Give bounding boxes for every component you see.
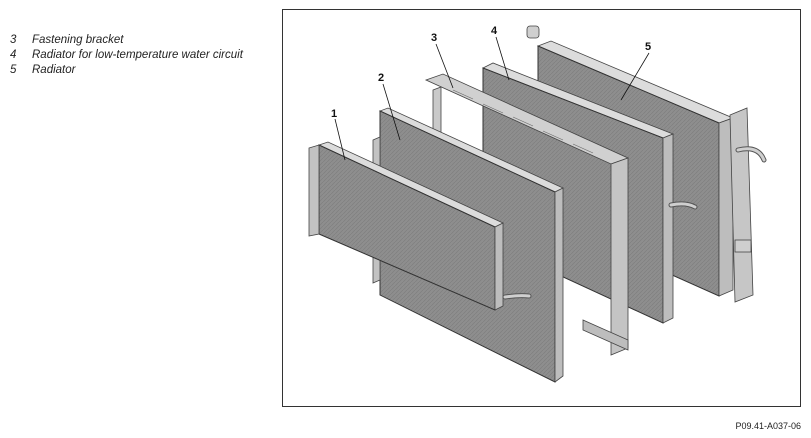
- legend-item-4: 4 Radiator for low-temperature water cir…: [10, 48, 250, 63]
- legend-number: 3: [10, 34, 17, 46]
- leader-line-2: [382, 83, 401, 141]
- leader-line-5: [620, 52, 650, 101]
- legend-item-5: 5 Radiator: [10, 63, 250, 78]
- callout-1: 1: [331, 108, 337, 120]
- legend-label: Radiator for low-temperature water circu…: [32, 49, 243, 61]
- legend-list: 3 Fastening bracket 4 Radiator for low-t…: [10, 33, 250, 78]
- legend-item-3: 3 Fastening bracket: [10, 33, 250, 48]
- callout-2: 2: [378, 72, 384, 84]
- callout-3: 3: [431, 32, 437, 44]
- legend-label: Fastening bracket: [32, 34, 124, 46]
- leader-line-4: [495, 36, 510, 81]
- callout-4: 4: [491, 25, 498, 37]
- leader-line-1: [334, 118, 346, 161]
- figure-reference: P09.41-A037-06: [735, 421, 801, 431]
- condenser-1: [308, 141, 532, 311]
- leader-line-3: [435, 43, 454, 89]
- legend-number: 5: [10, 64, 17, 76]
- callout-5: 5: [645, 41, 651, 53]
- radiator-exploded-view: 1 2 3 4 5: [282, 9, 801, 407]
- legend-label: Radiator: [32, 64, 76, 76]
- legend-number: 4: [10, 49, 17, 61]
- radiator-illustration: 1 2 3 4 5: [308, 25, 767, 383]
